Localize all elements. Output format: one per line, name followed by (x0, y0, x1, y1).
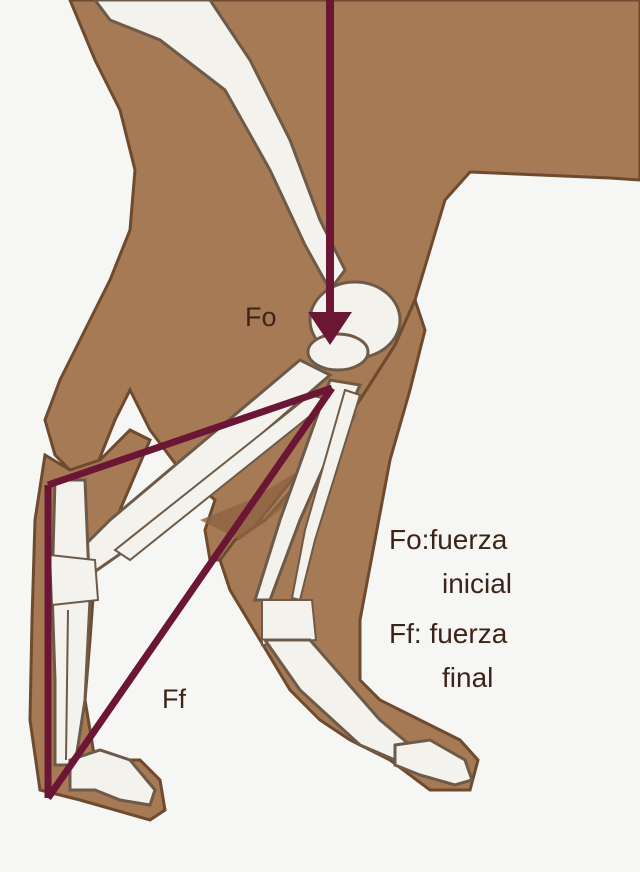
front-tarsal-bones (50, 555, 98, 605)
back-tarsal-bones (262, 600, 316, 645)
hock-cap (308, 334, 368, 370)
legend-line-4: final (442, 664, 493, 692)
fo-label: Fo (245, 304, 277, 331)
ff-label: Ff (162, 686, 186, 713)
legend-line-2: inicial (442, 570, 512, 598)
legend-line-3: Ff: fuerza (389, 620, 507, 648)
legend-line-1: Fo:fuerza (389, 526, 507, 554)
